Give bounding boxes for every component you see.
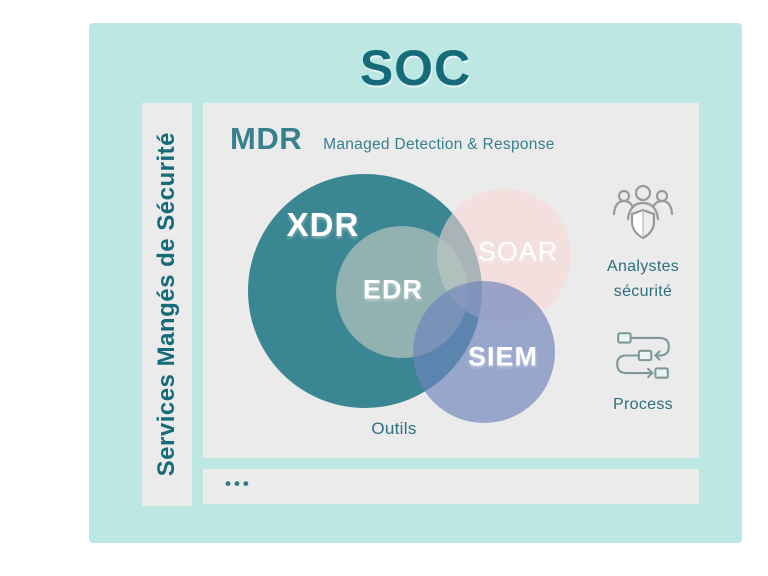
mdr-panel: MDR Managed Detection & Response XDR EDR… — [203, 103, 699, 458]
mdr-header: MDR Managed Detection & Response — [230, 121, 555, 157]
siem-label: SIEM — [467, 341, 539, 372]
xdr-label: XDR — [286, 206, 360, 243]
page-title: SOC — [359, 40, 472, 96]
analysts-caption: Analystes sécurité — [607, 254, 679, 304]
soc-card: SOC Services Mangés de Sécurité MDR Mana… — [89, 23, 742, 543]
right-column: Analystes sécurité Process — [607, 183, 679, 417]
mdr-full-name: Managed Detection & Response — [323, 136, 555, 153]
more-bar: ••• — [203, 469, 699, 504]
soar-label: SOAR — [477, 236, 559, 267]
analysts-caption-line2: sécurité — [613, 283, 673, 300]
siem-circle — [413, 281, 555, 423]
process-caption: Process — [613, 396, 673, 413]
tools-caption: Outils — [371, 419, 417, 438]
sidebar-label: Services Mangés de Sécurité — [153, 132, 180, 477]
workflow-icon — [616, 332, 670, 379]
mdr-abbreviation: MDR — [230, 121, 303, 156]
sidebar-managed-security-services: Services Mangés de Sécurité — [142, 103, 192, 506]
team-shield-icon — [612, 184, 674, 240]
analysts-caption-line1: Analystes — [607, 258, 680, 275]
edr-label: EDR — [362, 274, 424, 305]
